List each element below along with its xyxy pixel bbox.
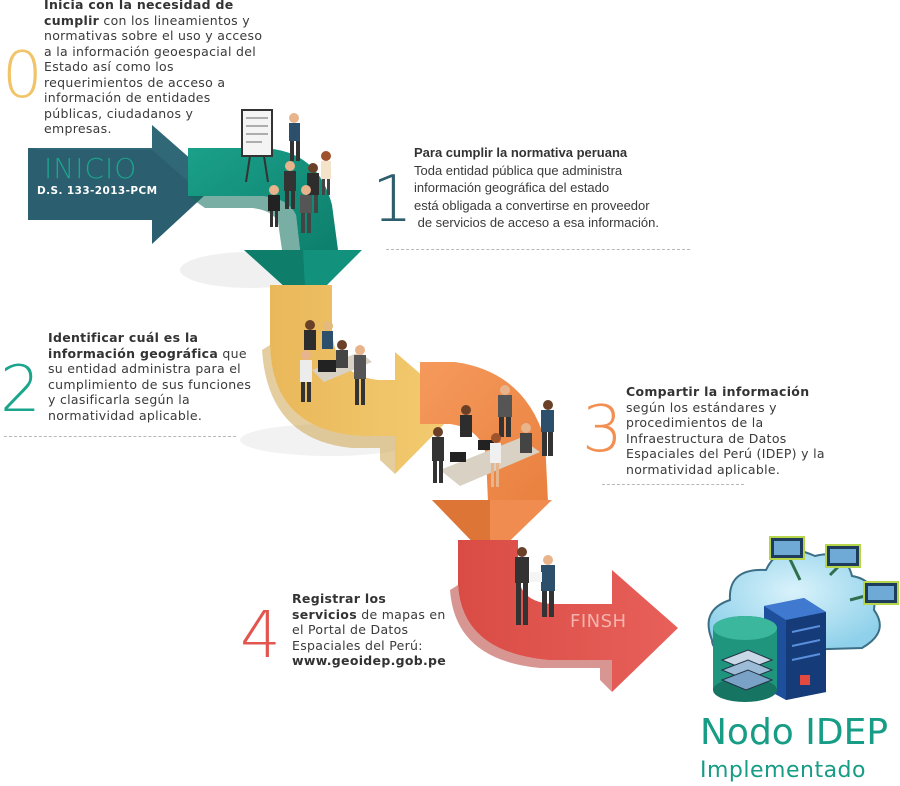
- step-3-line: según los estándares y: [626, 399, 777, 415]
- step-2-line: cumplimiento de sus funciones: [48, 376, 252, 392]
- step-2-number: 2: [0, 353, 41, 427]
- step-0-line: normativas sobre el uso y acceso: [44, 28, 263, 43]
- step-3-text: Compartir la información según los están…: [626, 384, 825, 477]
- step-4-line: Espaciales del Perú:: [292, 637, 423, 653]
- step-1-line: Toda entidad pública que administra: [414, 162, 623, 178]
- step-4-bold-line-1: Registrar los: [292, 591, 387, 606]
- step-2-rest-first: que: [218, 345, 247, 361]
- step-4-url: www.geoidep.gob.pe: [292, 653, 447, 668]
- step-3-title: Compartir la información: [626, 384, 810, 399]
- step-1-line: está obligada a convertirse en proveedor: [414, 197, 650, 213]
- people-group-collaboration: [432, 385, 554, 487]
- node-idep-server-cloud-icon: [707, 536, 899, 702]
- step-0-line: información de entidades: [44, 90, 211, 105]
- node-title: Nodo IDEP: [700, 712, 889, 753]
- node-subtitle: Implementado: [700, 758, 866, 783]
- step-0-text: Inicia con la necesidad de cumplir con l…: [44, 0, 262, 137]
- people-group-presentation: [241, 109, 331, 233]
- step-4-line: el Portal de Datos: [292, 622, 409, 637]
- step-0-line: Estado así como los: [44, 59, 174, 74]
- orange-arrow: [420, 362, 552, 560]
- inicio-label: INICIO: [44, 152, 138, 185]
- step-0-line: requerimientos de acceso a: [44, 74, 226, 90]
- step-1-divider: [386, 249, 690, 250]
- step-2-line: y clasificarla según la: [48, 392, 191, 407]
- step-3-number: 3: [582, 393, 623, 467]
- step-1-number: 1: [372, 163, 413, 237]
- step-2-divider: [4, 436, 236, 437]
- step-0-line: empresas.: [44, 121, 112, 136]
- finish-arrow: [450, 540, 678, 692]
- step-0-line: a la información geoespacial del: [44, 43, 257, 59]
- step-4-text: Registrar los servicios de mapas en el P…: [292, 591, 446, 669]
- step-0-bold-line-1: Inicia con la necesidad de: [44, 0, 234, 12]
- step-2-line: normatividad aplicable.: [48, 407, 203, 423]
- step-3-line: procedimientos de la: [626, 415, 764, 430]
- step-0-number: 0: [2, 39, 43, 113]
- inicio-sublabel: D.S. 133-2013-PCM: [37, 185, 158, 197]
- step-0-rest-first: con los lineamientos y: [99, 12, 250, 28]
- people-group-handshake: [515, 547, 555, 625]
- step-3-divider: [602, 484, 744, 485]
- finish-label: FINSH: [570, 611, 627, 632]
- step-0-line: públicas, ciudadanos y: [44, 105, 194, 121]
- people-group-meeting: [300, 320, 372, 405]
- step-4-rest-first: de mapas en: [356, 606, 446, 622]
- step-2-text: Identificar cuál es la información geogr…: [48, 330, 251, 423]
- step-3-line: Espaciales del Perú (IDEP) y la: [626, 446, 825, 461]
- step-1-line: de servicios de acceso a esa información…: [414, 215, 659, 230]
- step-3-line: normatividad aplicable.: [626, 461, 781, 477]
- step-1-line: información geográfica del estado: [414, 180, 610, 195]
- step-1-title: Para cumplir la normativa peruana: [414, 145, 628, 160]
- step-4-bold-line-2: servicios: [292, 606, 357, 622]
- step-2-bold-line-2: información geográfica: [48, 345, 219, 361]
- step-3-line: Infraestructura de Datos: [626, 430, 787, 446]
- step-2-bold-line-1: Identificar cuál es la: [48, 330, 199, 345]
- step-1-text: Para cumplir la normativa peruana Toda e…: [414, 144, 659, 232]
- step-0-bold-line-2: cumplir: [44, 12, 100, 28]
- step-4-number: 4: [240, 599, 281, 673]
- step-2-line: su entidad administra para el: [48, 361, 241, 376]
